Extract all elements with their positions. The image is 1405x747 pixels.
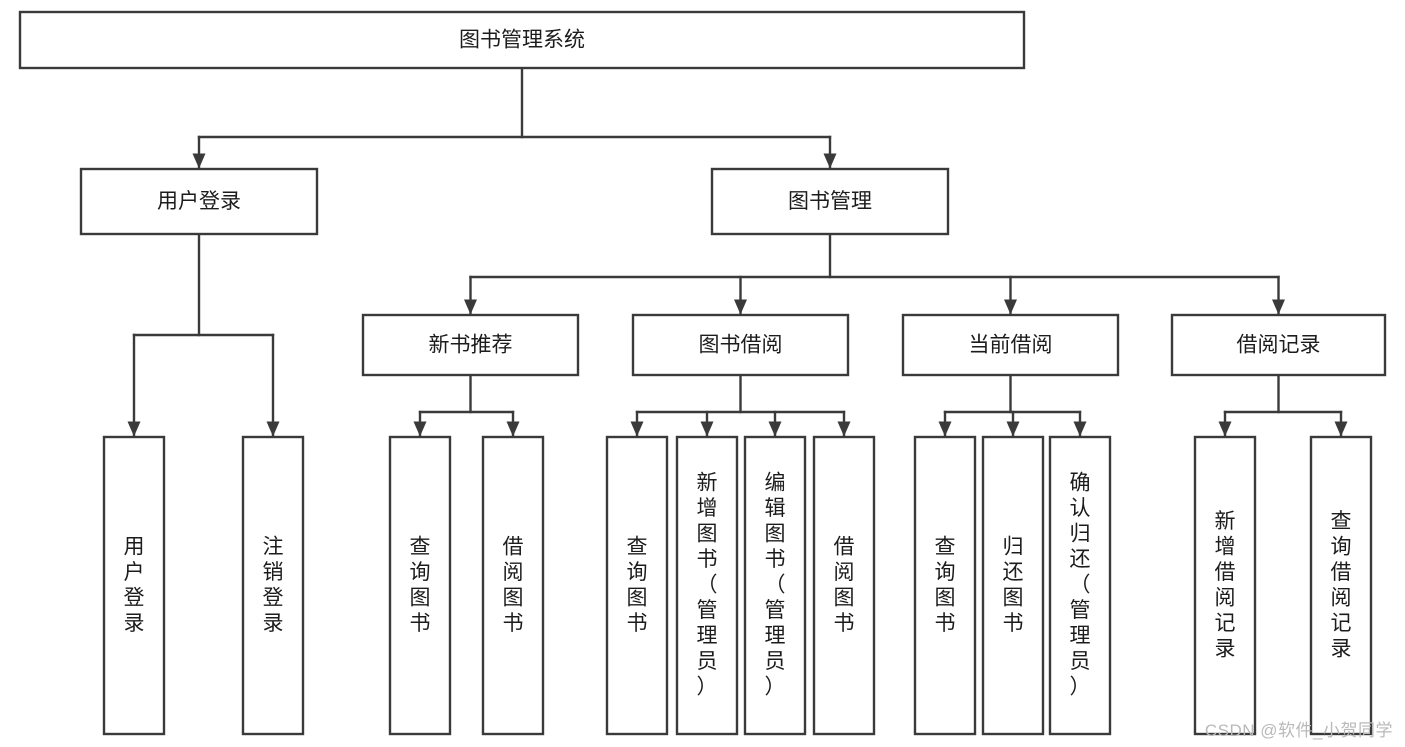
- node-label: 用户登录: [124, 535, 145, 635]
- node-leaf-borrow-book[interactable]: 借阅图书: [812, 435, 876, 736]
- node-box: [1170, 313, 1387, 377]
- node-borrow-record[interactable]: 借阅记录: [1170, 313, 1387, 377]
- node-label: 借阅图书: [834, 535, 855, 635]
- node-box: [1309, 435, 1373, 736]
- node-root[interactable]: 图书管理系统: [18, 10, 1026, 70]
- node-box: [241, 435, 305, 736]
- node-box: [901, 313, 1120, 377]
- node-label: 编辑图书（管理员）: [765, 471, 786, 698]
- node-box: [913, 435, 977, 736]
- arrow-head-icon: [1006, 421, 1020, 437]
- node-label: 图书管理: [788, 190, 872, 213]
- arrow-head-icon: [734, 299, 747, 315]
- arrow-head-icon: [700, 421, 714, 437]
- node-label: 查询借阅记录: [1331, 509, 1352, 660]
- node-leaf-confirm-return-admin[interactable]: 确认归还（管理员）: [1048, 435, 1112, 736]
- node-box: [79, 167, 319, 236]
- node-box: [102, 435, 166, 736]
- node-leaf-user-login[interactable]: 用户登录: [102, 435, 166, 736]
- arrow-head-icon: [127, 421, 141, 437]
- arrow-head-icon: [1073, 421, 1087, 437]
- arrow-head-icon: [630, 421, 644, 437]
- edge-group-user-login: [127, 232, 280, 438]
- node-label: 当前借阅: [969, 334, 1053, 357]
- node-box: [812, 435, 876, 736]
- node-label: 新增图书（管理员）: [697, 471, 718, 698]
- connectors-layer: [127, 66, 1348, 438]
- node-user-login[interactable]: 用户登录: [79, 167, 319, 236]
- arrow-head-icon: [1218, 421, 1232, 437]
- arrow-head-icon: [1004, 299, 1017, 315]
- node-box: [675, 435, 739, 736]
- node-leaf-query-book-current[interactable]: 查询图书: [913, 435, 977, 736]
- node-leaf-query-borrow-record[interactable]: 查询借阅记录: [1309, 435, 1373, 736]
- node-box: [981, 435, 1045, 736]
- node-leaf-borrow-book-rec[interactable]: 借阅图书: [481, 435, 545, 736]
- arrow-head-icon: [506, 421, 520, 437]
- arrow-head-icon: [1334, 421, 1348, 437]
- arrow-head-icon: [768, 421, 782, 437]
- node-box: [481, 435, 545, 736]
- node-label: 查询图书: [935, 535, 956, 635]
- node-current-borrow[interactable]: 当前借阅: [901, 313, 1120, 377]
- node-label: 查询图书: [410, 535, 431, 635]
- arrow-head-icon: [1272, 299, 1285, 315]
- node-leaf-add-borrow-record[interactable]: 新增借阅记录: [1193, 435, 1257, 736]
- node-label: 用户登录: [157, 190, 241, 213]
- node-label: 图书管理系统: [459, 29, 585, 52]
- node-box: [631, 313, 850, 377]
- node-box: [388, 435, 452, 736]
- node-box: [743, 435, 807, 736]
- node-label: 归还图书: [1003, 535, 1024, 635]
- arrow-head-icon: [464, 299, 477, 315]
- node-box: [361, 313, 580, 377]
- edge-group-root: [192, 66, 837, 170]
- node-new-book-rec[interactable]: 新书推荐: [361, 313, 580, 377]
- node-leaf-return-book[interactable]: 归还图书: [981, 435, 1045, 736]
- node-label: 借阅图书: [503, 535, 524, 635]
- edge-group-book-borrow: [630, 373, 851, 438]
- arrow-head-icon: [837, 421, 851, 437]
- node-leaf-user-logout[interactable]: 注销登录: [241, 435, 305, 736]
- node-box: [1048, 435, 1112, 736]
- node-leaf-query-book-rec[interactable]: 查询图书: [388, 435, 452, 736]
- node-label: 图书借阅: [699, 334, 783, 357]
- nodes-layer: 图书管理系统用户登录图书管理新书推荐图书借阅当前借阅借阅记录用户登录注销登录查询…: [18, 10, 1387, 736]
- node-leaf-add-book-admin[interactable]: 新增图书（管理员）: [675, 435, 739, 736]
- arrow-head-icon: [192, 153, 206, 169]
- arrow-head-icon: [823, 153, 837, 169]
- node-book-borrow[interactable]: 图书借阅: [631, 313, 850, 377]
- node-box: [1193, 435, 1257, 736]
- node-label: 借阅记录: [1237, 334, 1321, 357]
- node-leaf-edit-book-admin[interactable]: 编辑图书（管理员）: [743, 435, 807, 736]
- edge-group-new-book-rec: [413, 373, 520, 438]
- node-box: [18, 10, 1026, 70]
- arrow-head-icon: [413, 421, 427, 437]
- arrow-head-icon: [938, 421, 952, 437]
- arrow-head-icon: [266, 421, 280, 437]
- node-leaf-query-book-borrow[interactable]: 查询图书: [605, 435, 669, 736]
- node-box: [710, 167, 950, 236]
- node-label: 确认归还（管理员）: [1070, 471, 1091, 698]
- node-label: 查询图书: [627, 535, 648, 635]
- edge-group-current-borrow: [938, 373, 1087, 438]
- node-label: 新书推荐: [429, 334, 513, 357]
- node-box: [605, 435, 669, 736]
- node-book-manage[interactable]: 图书管理: [710, 167, 950, 236]
- node-label: 新增借阅记录: [1215, 509, 1236, 660]
- edge-group-book-manage: [464, 232, 1285, 316]
- node-label: 注销登录: [263, 535, 284, 635]
- edge-group-borrow-record: [1218, 373, 1348, 438]
